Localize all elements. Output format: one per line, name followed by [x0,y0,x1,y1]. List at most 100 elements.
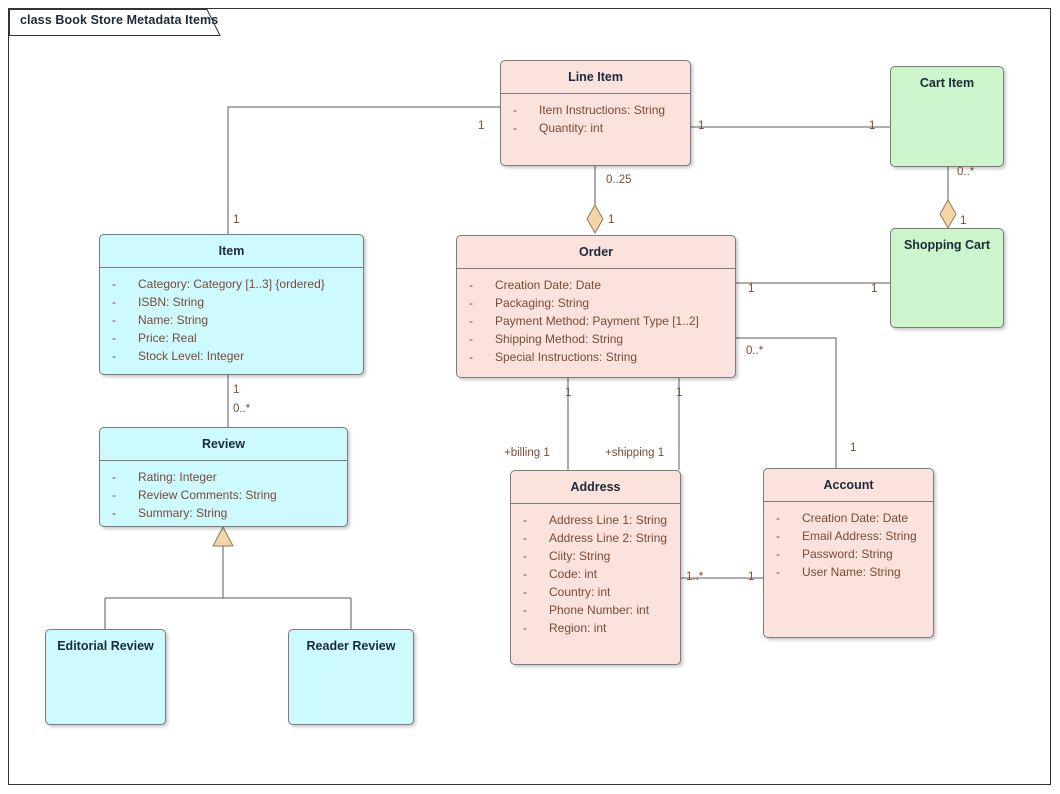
class-name-shopping-cart: Shopping Cart [903,238,991,252]
multiplicity-item-review-src: 1 [233,384,240,396]
class-name-item: Item [100,235,363,268]
class-reader-review[interactable]: Reader Review [288,629,414,725]
attribute-text: Password: String [802,547,893,561]
attribute-text: Country: int [549,585,611,599]
attribute-row: - Creation Date: Date [457,276,735,294]
class-name-account: Account [764,469,933,502]
class-order[interactable]: Order - Creation Date: Date - Packaging:… [456,235,736,378]
visibility-marker: - [469,350,473,364]
class-name-line-item: Line Item [501,61,690,94]
attribute-text: Ciity: String [549,549,611,563]
multiplicity-order-account-src: 0..* [746,345,764,357]
class-name-address: Address [511,471,680,504]
class-review[interactable]: Review - Rating: Integer - Review Commen… [99,427,348,527]
attribute-text: Code: int [549,567,598,581]
visibility-marker: - [112,277,116,291]
attribute-list-line-item: - Item Instructions: String - Quantity: … [501,94,690,143]
visibility-marker: - [523,549,527,563]
multiplicity-item-review-tgt: 0..* [233,403,251,415]
visibility-marker: - [776,547,780,561]
attribute-text: Phone Number: int [549,603,650,617]
visibility-marker: - [469,314,473,328]
attribute-row: - Ciity: String [511,547,680,565]
class-cart-item[interactable]: Cart Item [890,66,1004,167]
attribute-row: - ISBN: String [100,293,363,311]
class-address[interactable]: Address - Address Line 1: String - Addre… [510,470,681,665]
multiplicity-lineitem-order-tgt: 1 [608,214,615,226]
attribute-text: Review Comments: String [138,488,277,502]
attribute-text: Quantity: int [539,121,604,135]
attribute-list-order: - Creation Date: Date - Packaging: Strin… [457,269,735,372]
attribute-text: Name: String [138,313,209,327]
attribute-text: User Name: String [802,565,901,579]
visibility-marker: - [112,470,116,484]
attribute-row: - Review Comments: String [100,486,347,504]
class-editorial-review[interactable]: Editorial Review [45,629,166,725]
class-shopping-cart[interactable]: Shopping Cart [890,228,1004,328]
attribute-text: Creation Date: Date [802,511,909,525]
visibility-marker: - [523,603,527,617]
visibility-marker: - [112,506,116,520]
visibility-marker: - [776,565,780,579]
multiplicity-cartitem-shoppingcart-tgt: 1 [960,215,967,227]
attribute-text: Special Instructions: String [495,350,638,364]
multiplicity-address-account-tgt: 1 [748,571,755,583]
attribute-row: - Password: String [764,545,933,563]
attribute-row: - Item Instructions: String [501,101,690,119]
visibility-marker: - [469,278,473,292]
class-line-item[interactable]: Line Item - Item Instructions: String - … [500,60,691,166]
role-order-shipping-tgt: +shipping 1 [605,447,665,459]
attribute-text: Stock Level: Integer [138,349,245,363]
attribute-list-review: - Rating: Integer - Review Comments: Str… [100,461,347,526]
multiplicity-order-shipping-src: 1 [676,387,683,399]
attribute-row: - Rating: Integer [100,468,347,486]
attribute-text: Address Line 2: String [549,531,668,545]
attribute-row: - Creation Date: Date [764,509,933,527]
attribute-text: Email Address: String [802,529,917,543]
attribute-text: Region: int [549,621,607,635]
attribute-row: - Category: Category [1..3] {ordered} [100,275,363,293]
visibility-marker: - [523,513,527,527]
visibility-marker: - [112,488,116,502]
attribute-row: - Phone Number: int [511,601,680,619]
visibility-marker: - [469,332,473,346]
visibility-marker: - [513,121,517,135]
attribute-text: Rating: Integer [138,470,217,484]
multiplicity-order-shoppingcart-tgt: 1 [871,283,878,295]
visibility-marker: - [112,349,116,363]
attribute-row: - Address Line 2: String [511,529,680,547]
attribute-text: Item Instructions: String [539,103,666,117]
class-name-reader-review: Reader Review [306,639,396,653]
visibility-marker: - [112,313,116,327]
visibility-marker: - [513,103,517,117]
class-account[interactable]: Account - Creation Date: Date - Email Ad… [763,468,934,638]
attribute-row: - Country: int [511,583,680,601]
class-name-review: Review [100,428,347,461]
attribute-text: Payment Method: Payment Type [1..2] [495,314,699,328]
attribute-row: - Address Line 1: String [511,511,680,529]
visibility-marker: - [523,567,527,581]
multiplicity-lineitem-cartitem-tgt: 1 [869,120,876,132]
multiplicity-address-account-src: 1..* [686,571,704,583]
role-order-billing-tgt: +billing 1 [504,447,550,459]
multiplicity-cartitem-shoppingcart-src: 0..* [957,166,975,178]
attribute-row: - Code: int [511,565,680,583]
attribute-list-account: - Creation Date: Date - Email Address: S… [764,502,933,587]
visibility-marker: - [776,511,780,525]
class-name-editorial-review: Editorial Review [57,639,154,653]
attribute-list-address: - Address Line 1: String - Address Line … [511,504,680,643]
attribute-row: - Quantity: int [501,119,690,137]
visibility-marker: - [776,529,780,543]
multiplicity-lineitem-item-tgt: 1 [233,214,240,226]
attribute-row: - Name: String [100,311,363,329]
attribute-row: - Region: int [511,619,680,637]
attribute-text: Address Line 1: String [549,513,668,527]
class-item[interactable]: Item - Category: Category [1..3] {ordere… [99,234,364,375]
class-name-cart-item: Cart Item [919,76,975,90]
multiplicity-order-account-tgt: 1 [850,442,857,454]
multiplicity-order-billing-src: 1 [565,387,572,399]
attribute-text: Creation Date: Date [495,278,602,292]
attribute-text: Category: Category [1..3] {ordered} [138,277,325,291]
attribute-row: - Special Instructions: String [457,348,735,366]
